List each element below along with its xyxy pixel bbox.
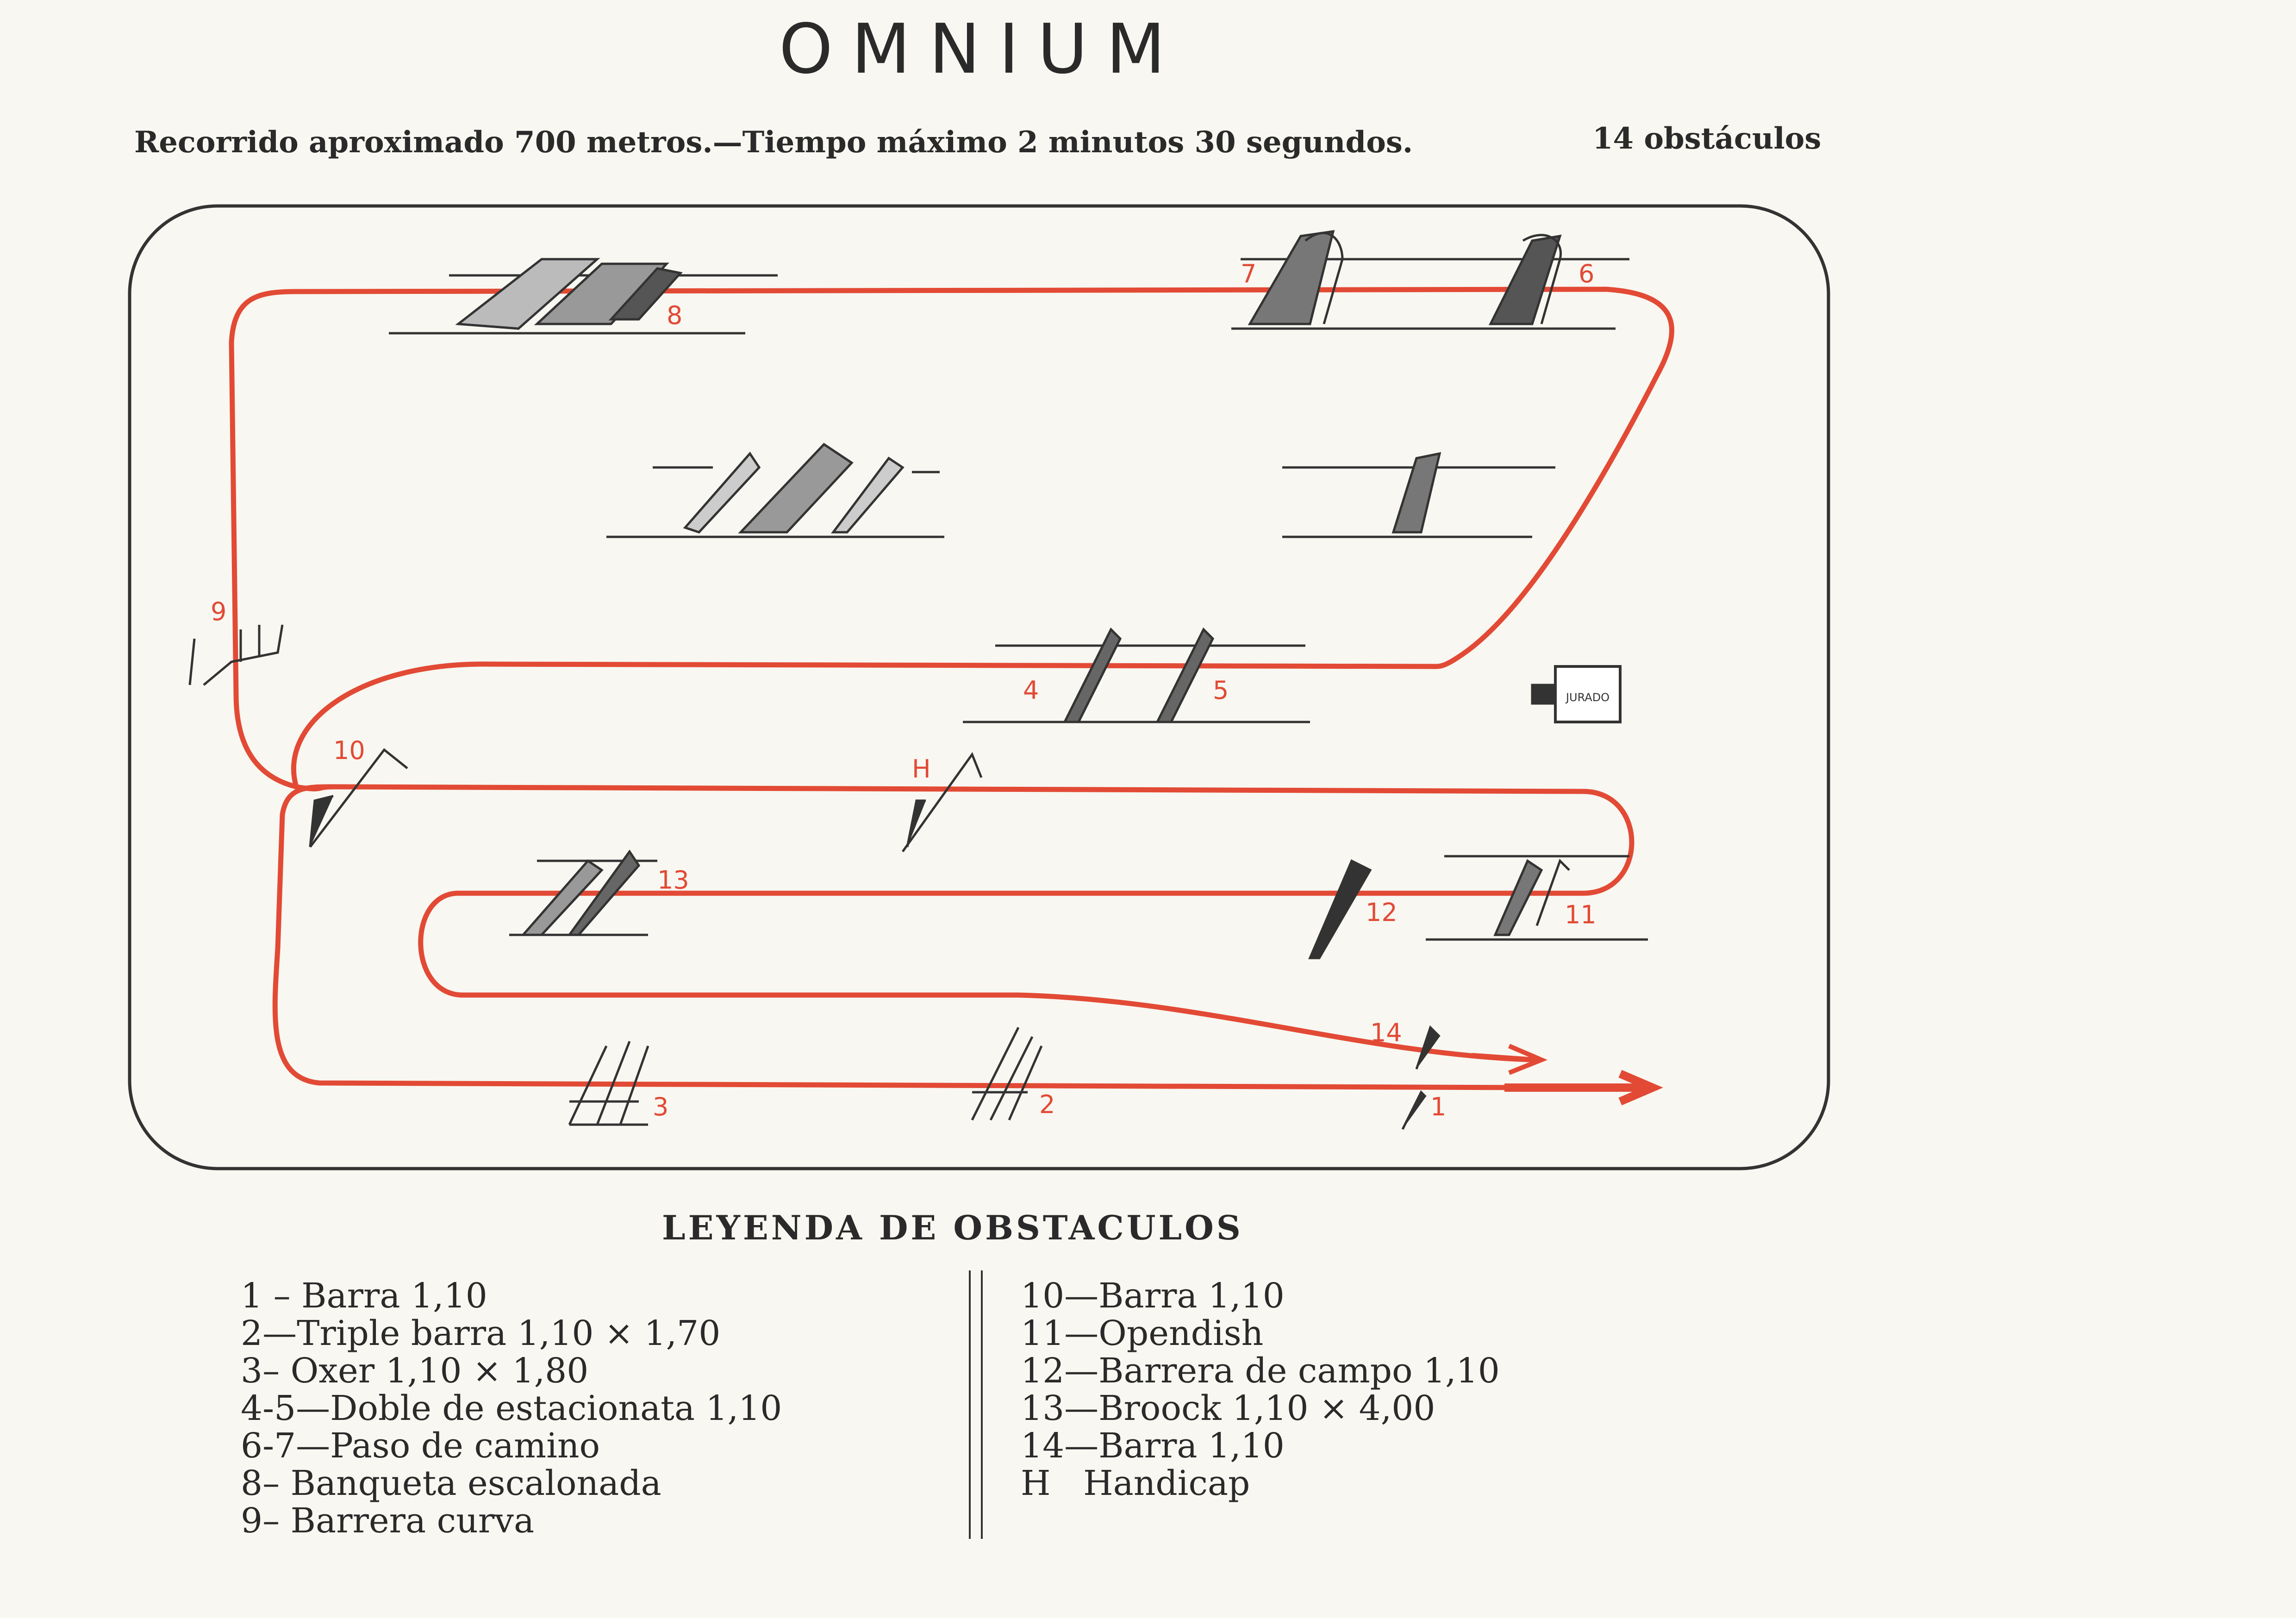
jump-label-14: 14 bbox=[1370, 1018, 1402, 1047]
route-path-upper bbox=[229, 286, 1674, 791]
jump-4-5-icon bbox=[963, 627, 1310, 723]
legend-item: H Handicap bbox=[1021, 1463, 1250, 1503]
legend-item: 6-7—Paso de camino bbox=[241, 1426, 600, 1466]
legend-item: 13—Broock 1,10 ⨯ 4,00 bbox=[1021, 1388, 1435, 1428]
arena-boundary bbox=[128, 204, 1830, 1170]
jump-label-10: 10 bbox=[333, 736, 365, 765]
legend-item: 4-5—Doble de estacionata 1,10 bbox=[241, 1388, 782, 1428]
finish-arrow bbox=[1472, 1044, 1548, 1075]
jump-2-icon bbox=[971, 1027, 1043, 1121]
legend-right-column: 10—Barra 1,10 11—Opendish 12—Barrera de … bbox=[1021, 1277, 1500, 1502]
start-marker bbox=[1504, 1070, 1663, 1106]
jump-3-icon bbox=[568, 1041, 649, 1126]
legend-item: 1 – Barra 1,10 bbox=[241, 1276, 487, 1316]
jump-label-2: 2 bbox=[1039, 1090, 1055, 1119]
jump-label-5: 5 bbox=[1213, 676, 1229, 705]
legend-item: 2—Triple barra 1,10 ⨯ 1,70 bbox=[241, 1313, 721, 1353]
course-diagram: JURADO 8 7 6 9 4 5 10 H 13 12 11 3 2 14 … bbox=[128, 204, 1830, 1170]
jury-box bbox=[1531, 665, 1622, 723]
legend-item: 11—Opendish bbox=[1021, 1313, 1264, 1353]
jump-label-4: 4 bbox=[1023, 676, 1039, 705]
jump-13-icon bbox=[509, 849, 657, 936]
jump-label-12: 12 bbox=[1366, 898, 1398, 927]
jump-label-8: 8 bbox=[667, 301, 682, 330]
obstacle-count: 14 obstáculos bbox=[1592, 121, 1822, 156]
legend-item: 14—Barra 1,10 bbox=[1021, 1426, 1285, 1466]
jump-9-icon bbox=[188, 624, 284, 686]
jump-label-9: 9 bbox=[211, 597, 226, 626]
jump-label-1: 1 bbox=[1430, 1092, 1446, 1121]
jump-14-1-icon bbox=[1401, 1025, 1441, 1130]
legend-item: 3– Oxer 1,10 ⨯ 1,80 bbox=[241, 1351, 589, 1391]
legend-item: 8– Banqueta escalonada bbox=[241, 1463, 661, 1503]
jump-8-icon bbox=[389, 258, 778, 335]
legend-item: 12—Barrera de campo 1,10 bbox=[1021, 1351, 1500, 1391]
legend-item: 10—Barra 1,10 bbox=[1021, 1276, 1285, 1316]
jump-label-3: 3 bbox=[653, 1092, 668, 1121]
jump-6-7-icon bbox=[1231, 230, 1629, 330]
jump-label-7: 7 bbox=[1241, 259, 1256, 288]
jump-10-icon bbox=[309, 748, 408, 848]
legend-title: LEYENDA DE OBSTACULOS bbox=[662, 1208, 1243, 1247]
page-title: OMNIUM bbox=[779, 9, 1184, 89]
jump-label-11: 11 bbox=[1565, 900, 1597, 929]
right-upright-icon bbox=[1282, 452, 1555, 538]
jump-h-icon bbox=[901, 752, 983, 853]
legend-item: 9– Barrera curva bbox=[241, 1501, 535, 1541]
jump-11-icon bbox=[1426, 855, 1648, 941]
jury-label: JURADO bbox=[1565, 691, 1610, 704]
jump-label-6: 6 bbox=[1578, 259, 1594, 288]
legend-left-column: 1 – Barra 1,10 2—Triple barra 1,10 ⨯ 1,7… bbox=[241, 1277, 782, 1540]
course-subtitle: Recorrido aproximado 700 metros.—Tiempo … bbox=[134, 125, 1413, 160]
jump-label-h: H bbox=[912, 754, 931, 784]
jump-12-icon bbox=[1308, 859, 1372, 959]
center-oxer-icon bbox=[606, 442, 944, 538]
jump-label-13: 13 bbox=[657, 865, 689, 895]
legend-divider bbox=[969, 1270, 983, 1539]
route-path bbox=[272, 784, 1635, 1090]
